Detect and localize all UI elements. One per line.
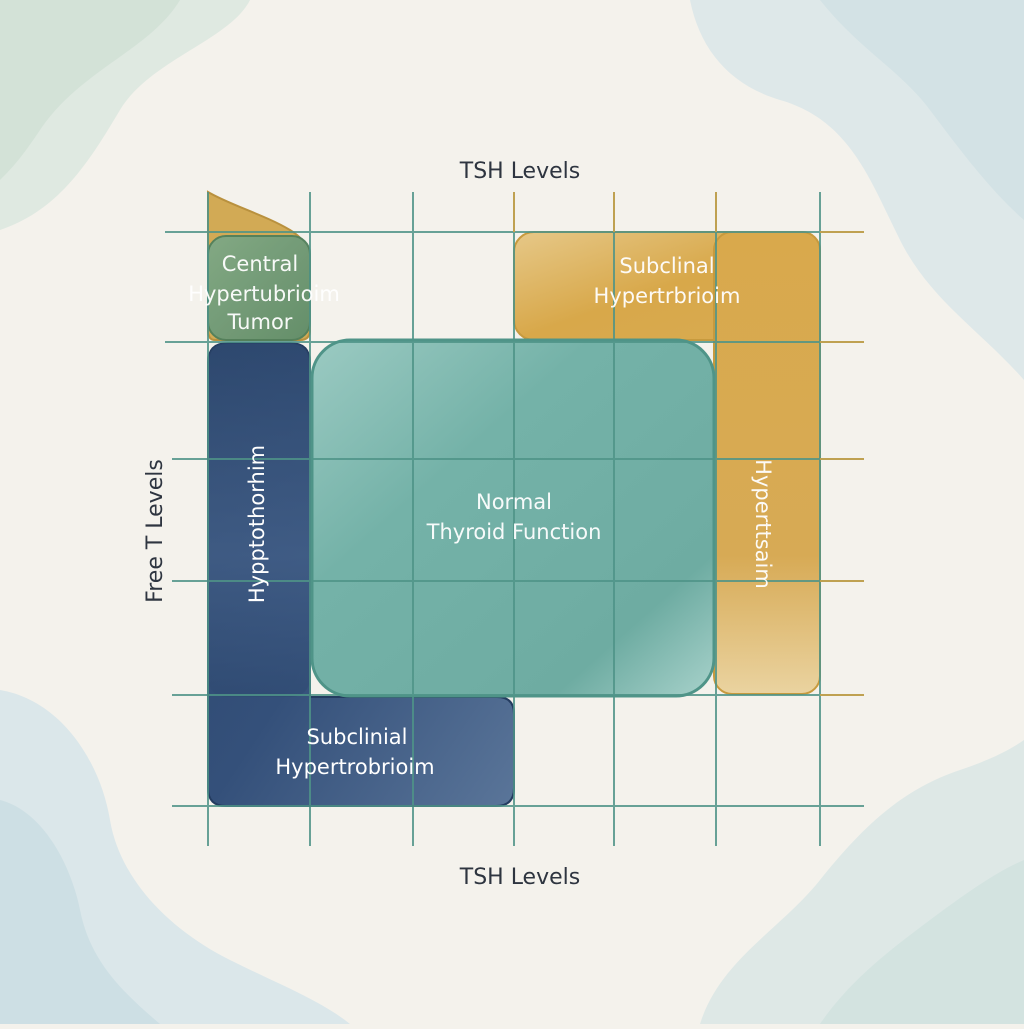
- axis-label-bottom: TSH Levels: [459, 865, 580, 890]
- axis-label-top: TSH Levels: [459, 159, 580, 184]
- hyperthyroid-label: Hyperttsaim: [751, 459, 775, 589]
- subclinical-bottom-label-line2: Hypertrobrioim: [275, 755, 434, 779]
- subclinical-top-label-line2: Hypertrbrioim: [594, 284, 741, 308]
- subclinical-bottom-label-line1: Subclinial: [306, 725, 407, 749]
- hypothyroid-label: Hypptothorhim: [245, 445, 269, 603]
- grid-gold-segments: [513, 192, 864, 696]
- normal-label-line2: Thyroid Function: [426, 520, 602, 544]
- subclinical-top-label-line1: Subclinal: [619, 254, 714, 278]
- axis-label-left: Free T Levels: [143, 459, 168, 603]
- central-label-line2: Hypertubrioim: [188, 282, 340, 306]
- central-label-line1: Central: [222, 252, 298, 276]
- normal-label-line1: Normal: [476, 490, 552, 514]
- grid: [165, 192, 864, 846]
- central-label-line3: Tumor: [227, 310, 293, 334]
